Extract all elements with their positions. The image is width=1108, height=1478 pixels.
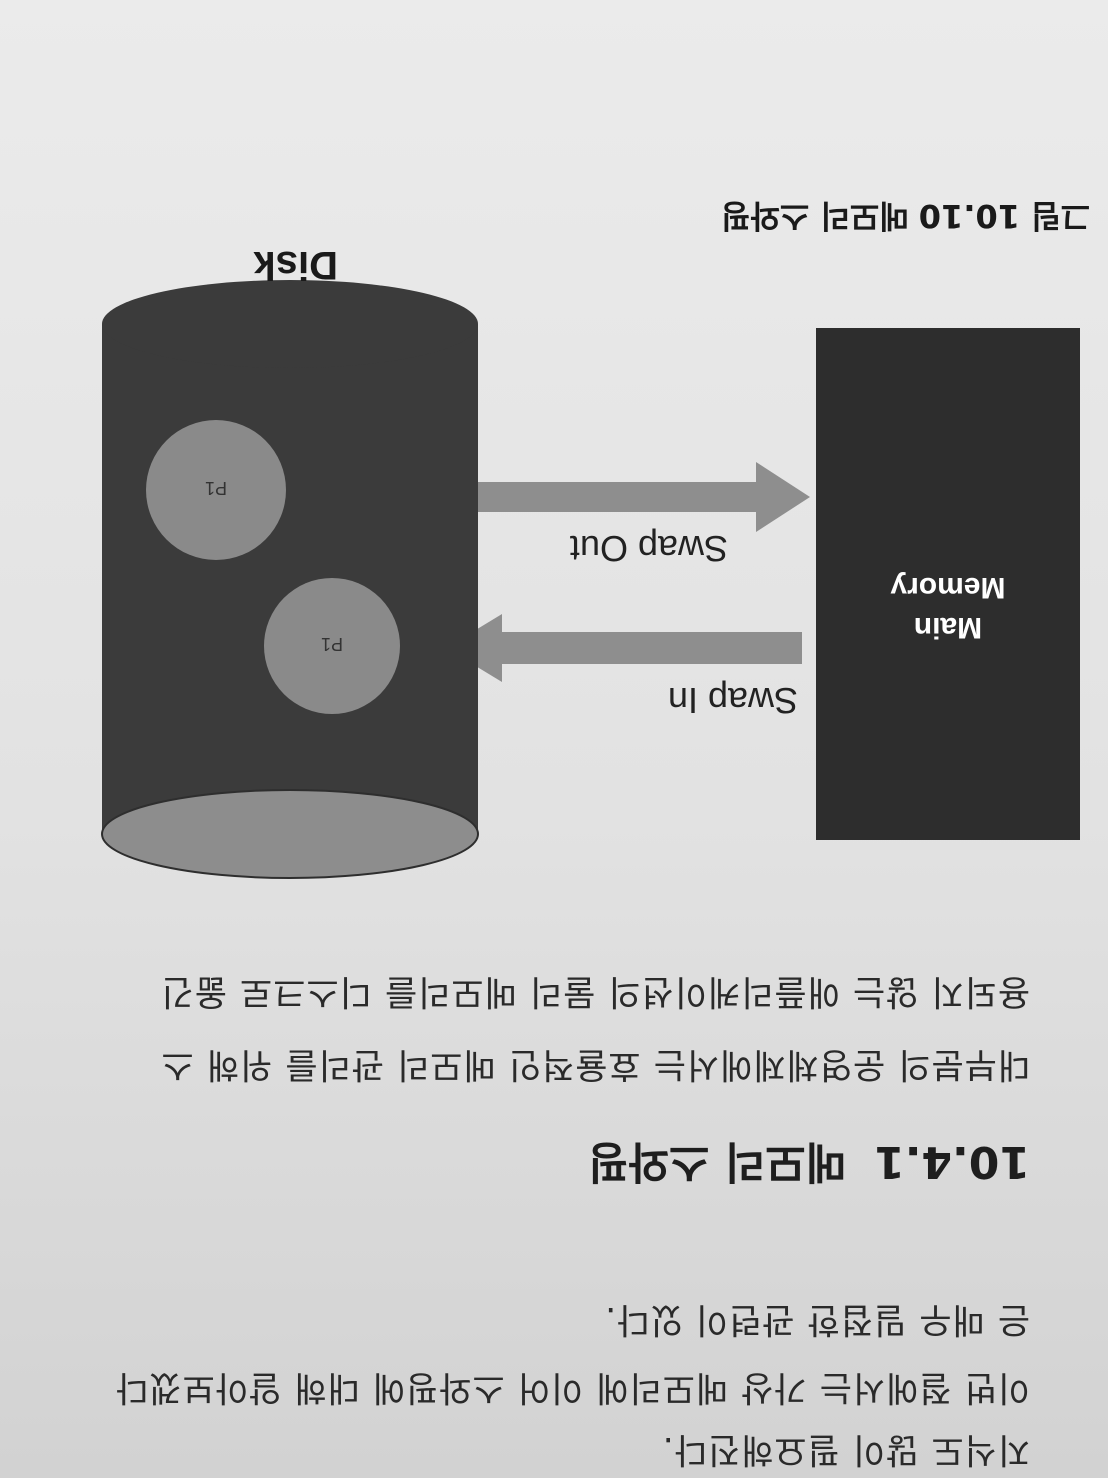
paragraph-line: 용되지 않는 애플리케이션의 물리 메모리를 디스크로 옮긴 bbox=[160, 971, 1030, 1011]
partial-text-line: 지식도 많이 필요해진다. bbox=[661, 1429, 1030, 1469]
main-memory-label: Main bbox=[914, 611, 982, 644]
main-memory-label: Memory bbox=[890, 571, 1005, 604]
section-number: 10.4.1 bbox=[874, 1136, 1030, 1187]
swap-in-label: Swap In bbox=[668, 680, 798, 721]
svg-text:P1: P1 bbox=[205, 478, 227, 498]
disk-cylinder bbox=[101, 280, 479, 879]
swap-in-arrow bbox=[446, 614, 802, 682]
process-circle: P1 bbox=[264, 578, 400, 714]
section-title: 메모리 스와핑 bbox=[587, 1136, 847, 1187]
figure-title: 메모리 스와핑 bbox=[720, 197, 909, 235]
disk-label: Disk bbox=[253, 243, 338, 287]
paragraph-line: 대부분의 운영체제에서는 효율적인 메모리 관리를 위해 스 bbox=[160, 1044, 1030, 1084]
figure-caption: 그림 10.10메모리 스와핑 bbox=[721, 195, 1090, 241]
process-circle: P1 bbox=[146, 420, 286, 560]
main-memory-block bbox=[816, 328, 1080, 840]
svg-text:P1: P1 bbox=[321, 634, 343, 654]
paragraph-line: 이번 절에서는 가상 메모리에 이어 스와핑에 대해 알아보겠다 bbox=[115, 1367, 1030, 1407]
memory-swapping-diagram: Main Memory Swap In Swap Out P1 P1 Disk bbox=[101, 243, 1080, 879]
paragraph-line: 은 매우 밀접한 관련이 있다. bbox=[604, 1299, 1030, 1339]
section-heading: 10.4.1 메모리 스와핑 bbox=[588, 1134, 1030, 1198]
figure-number: 그림 10.10 bbox=[918, 197, 1090, 235]
swap-out-label: Swap Out bbox=[570, 528, 728, 569]
